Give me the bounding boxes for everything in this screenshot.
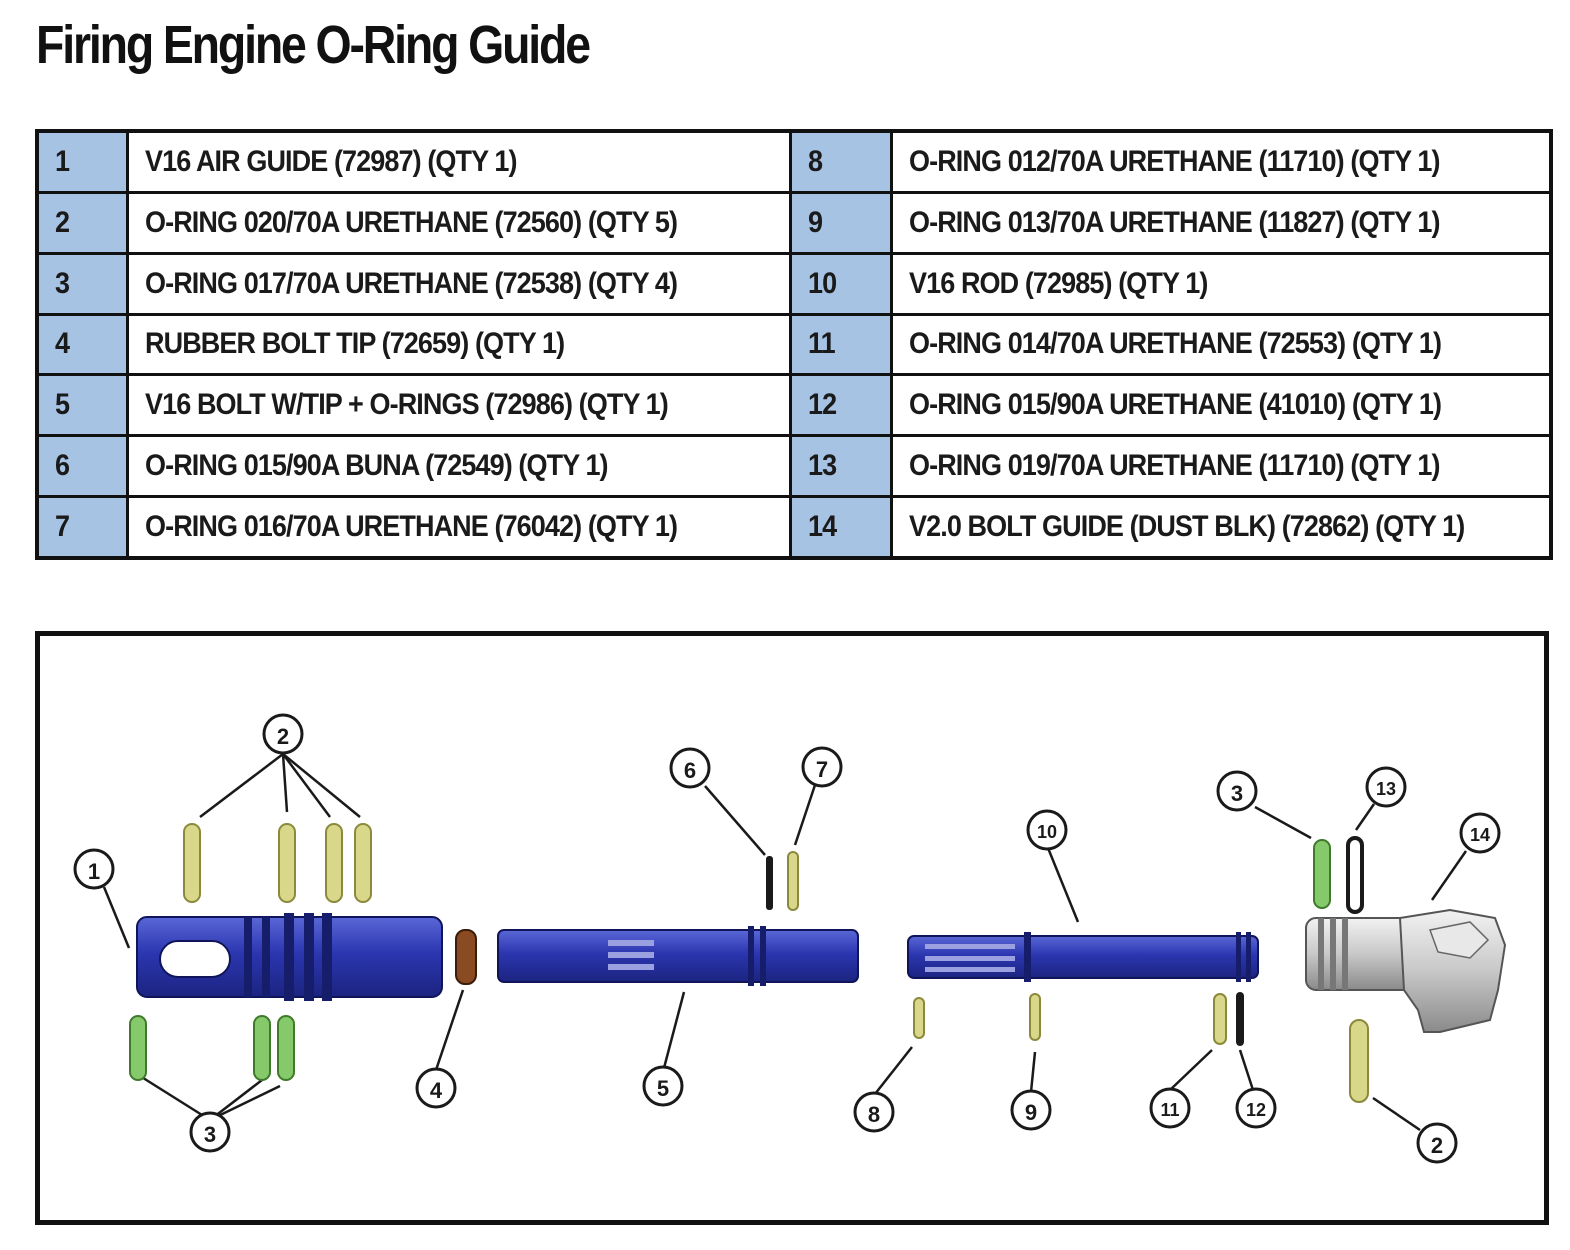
o-rings-020 bbox=[183, 823, 1369, 1103]
page-title: Firing Engine O-Ring Guide bbox=[36, 15, 591, 75]
svg-text:11: 11 bbox=[1160, 1100, 1179, 1120]
svg-text:2: 2 bbox=[277, 724, 289, 749]
callout-11: 11 bbox=[1149, 1087, 1191, 1129]
bolt-part bbox=[497, 926, 859, 986]
svg-text:12: 12 bbox=[1246, 1100, 1266, 1120]
callout-9: 9 bbox=[1010, 1089, 1052, 1131]
table-row: 7 O-RING 016/70A URETHANE (76042) (QTY 1… bbox=[35, 495, 1553, 560]
callout-7: 7 bbox=[801, 746, 843, 788]
svg-text:10: 10 bbox=[1037, 822, 1057, 842]
o-rings-black bbox=[766, 836, 1364, 1046]
svg-text:14: 14 bbox=[1470, 825, 1490, 845]
table-row: 3 O-RING 017/70A URETHANE (72538) (QTY 4… bbox=[35, 251, 1553, 316]
part-description-cell: O-RING 020/70A URETHANE (72560) (QTY 5) bbox=[126, 190, 792, 255]
part-number-cell: 8 bbox=[789, 129, 893, 194]
svg-text:2: 2 bbox=[1431, 1133, 1443, 1158]
table-row: 4 RUBBER BOLT TIP (72659) (QTY 1) 11 O-R… bbox=[35, 312, 1553, 377]
svg-text:7: 7 bbox=[816, 757, 828, 782]
table-row: 5 V16 BOLT W/TIP + O-RINGS (72986) (QTY … bbox=[35, 373, 1553, 438]
exploded-view-diagram: 2 1 3 4 5 6 7 10 8 9 11 12 3 13 14 2 bbox=[35, 631, 1549, 1225]
leader-lines bbox=[102, 753, 1468, 1132]
part-number-cell: 9 bbox=[789, 190, 893, 255]
svg-text:6: 6 bbox=[684, 758, 696, 783]
part-number-cell: 2 bbox=[35, 190, 129, 255]
part-description-cell: RUBBER BOLT TIP (72659) (QTY 1) bbox=[126, 312, 792, 377]
exploded-view-drawing: 2 1 3 4 5 6 7 10 8 9 11 12 3 13 14 2 bbox=[73, 713, 1507, 1164]
part-description-cell: O-RING 016/70A URETHANE (76042) (QTY 1) bbox=[126, 495, 792, 560]
callout-8: 8 bbox=[853, 1091, 895, 1133]
callout-2-top: 2 bbox=[262, 713, 304, 755]
part-description-cell: O-RING 012/70A URETHANE (11710) (QTY 1) bbox=[890, 129, 1553, 194]
part-number-cell: 3 bbox=[35, 251, 129, 316]
callout-1: 1 bbox=[73, 848, 115, 890]
part-number-cell: 1 bbox=[35, 129, 129, 194]
rod-part bbox=[907, 932, 1259, 982]
callout-3-left: 3 bbox=[189, 1111, 231, 1153]
svg-text:3: 3 bbox=[1231, 781, 1243, 806]
part-number-cell: 11 bbox=[789, 312, 893, 377]
callout-10: 10 bbox=[1026, 809, 1068, 851]
part-description-cell: V16 ROD (72985) (QTY 1) bbox=[890, 251, 1553, 316]
svg-text:9: 9 bbox=[1025, 1100, 1037, 1125]
part-number-cell: 5 bbox=[35, 373, 129, 438]
svg-text:3: 3 bbox=[204, 1122, 216, 1147]
callouts: 2 1 3 4 5 6 7 10 8 9 11 12 3 13 14 2 bbox=[73, 713, 1501, 1164]
part-number-cell: 4 bbox=[35, 312, 129, 377]
svg-text:4: 4 bbox=[430, 1078, 443, 1103]
callout-14: 14 bbox=[1459, 812, 1501, 854]
svg-text:8: 8 bbox=[868, 1102, 880, 1127]
part-description-cell: O-RING 015/90A BUNA (72549) (QTY 1) bbox=[126, 434, 792, 499]
callout-4: 4 bbox=[415, 1067, 457, 1109]
bolt-guide-part bbox=[1305, 908, 1507, 1033]
part-number-cell: 6 bbox=[35, 434, 129, 499]
part-number-cell: 13 bbox=[789, 434, 893, 499]
part-description-cell: O-RING 014/70A URETHANE (72553) (QTY 1) bbox=[890, 312, 1553, 377]
part-description-cell: O-RING 017/70A URETHANE (72538) (QTY 4) bbox=[126, 251, 792, 316]
part-description-cell: O-RING 019/70A URETHANE (11710) (QTY 1) bbox=[890, 434, 1553, 499]
callout-6: 6 bbox=[669, 747, 711, 789]
o-rings-017 bbox=[129, 839, 1331, 1081]
callout-3-right: 3 bbox=[1216, 770, 1258, 812]
rubber-bolt-tip-part bbox=[455, 929, 477, 985]
part-number-cell: 7 bbox=[35, 495, 129, 560]
part-description-cell: V2.0 BOLT GUIDE (DUST BLK) (72862) (QTY … bbox=[890, 495, 1553, 560]
svg-text:5: 5 bbox=[657, 1076, 669, 1101]
callout-12: 12 bbox=[1235, 1087, 1277, 1129]
part-description-cell: O-RING 013/70A URETHANE (11827) (QTY 1) bbox=[890, 190, 1553, 255]
part-number-cell: 12 bbox=[789, 373, 893, 438]
parts-table: 1 V16 AIR GUIDE (72987) (QTY 1) 8 O-RING… bbox=[35, 129, 1553, 560]
part-number-cell: 10 bbox=[789, 251, 893, 316]
callout-2-right: 2 bbox=[1416, 1122, 1458, 1164]
callout-13: 13 bbox=[1365, 766, 1407, 808]
table-row: 2 O-RING 020/70A URETHANE (72560) (QTY 5… bbox=[35, 190, 1553, 255]
part-number-cell: 14 bbox=[789, 495, 893, 560]
svg-text:13: 13 bbox=[1376, 779, 1396, 799]
svg-text:1: 1 bbox=[88, 859, 100, 884]
callout-5: 5 bbox=[642, 1065, 684, 1107]
o-rings-small-urethane bbox=[787, 851, 1227, 1045]
part-description-cell: O-RING 015/90A URETHANE (41010) (QTY 1) bbox=[890, 373, 1553, 438]
table-row: 6 O-RING 015/90A BUNA (72549) (QTY 1) 13… bbox=[35, 434, 1553, 499]
air-guide-part bbox=[136, 913, 443, 1001]
part-description-cell: V16 AIR GUIDE (72987) (QTY 1) bbox=[126, 129, 792, 194]
table-row: 1 V16 AIR GUIDE (72987) (QTY 1) 8 O-RING… bbox=[35, 129, 1553, 194]
part-description-cell: V16 BOLT W/TIP + O-RINGS (72986) (QTY 1) bbox=[126, 373, 792, 438]
